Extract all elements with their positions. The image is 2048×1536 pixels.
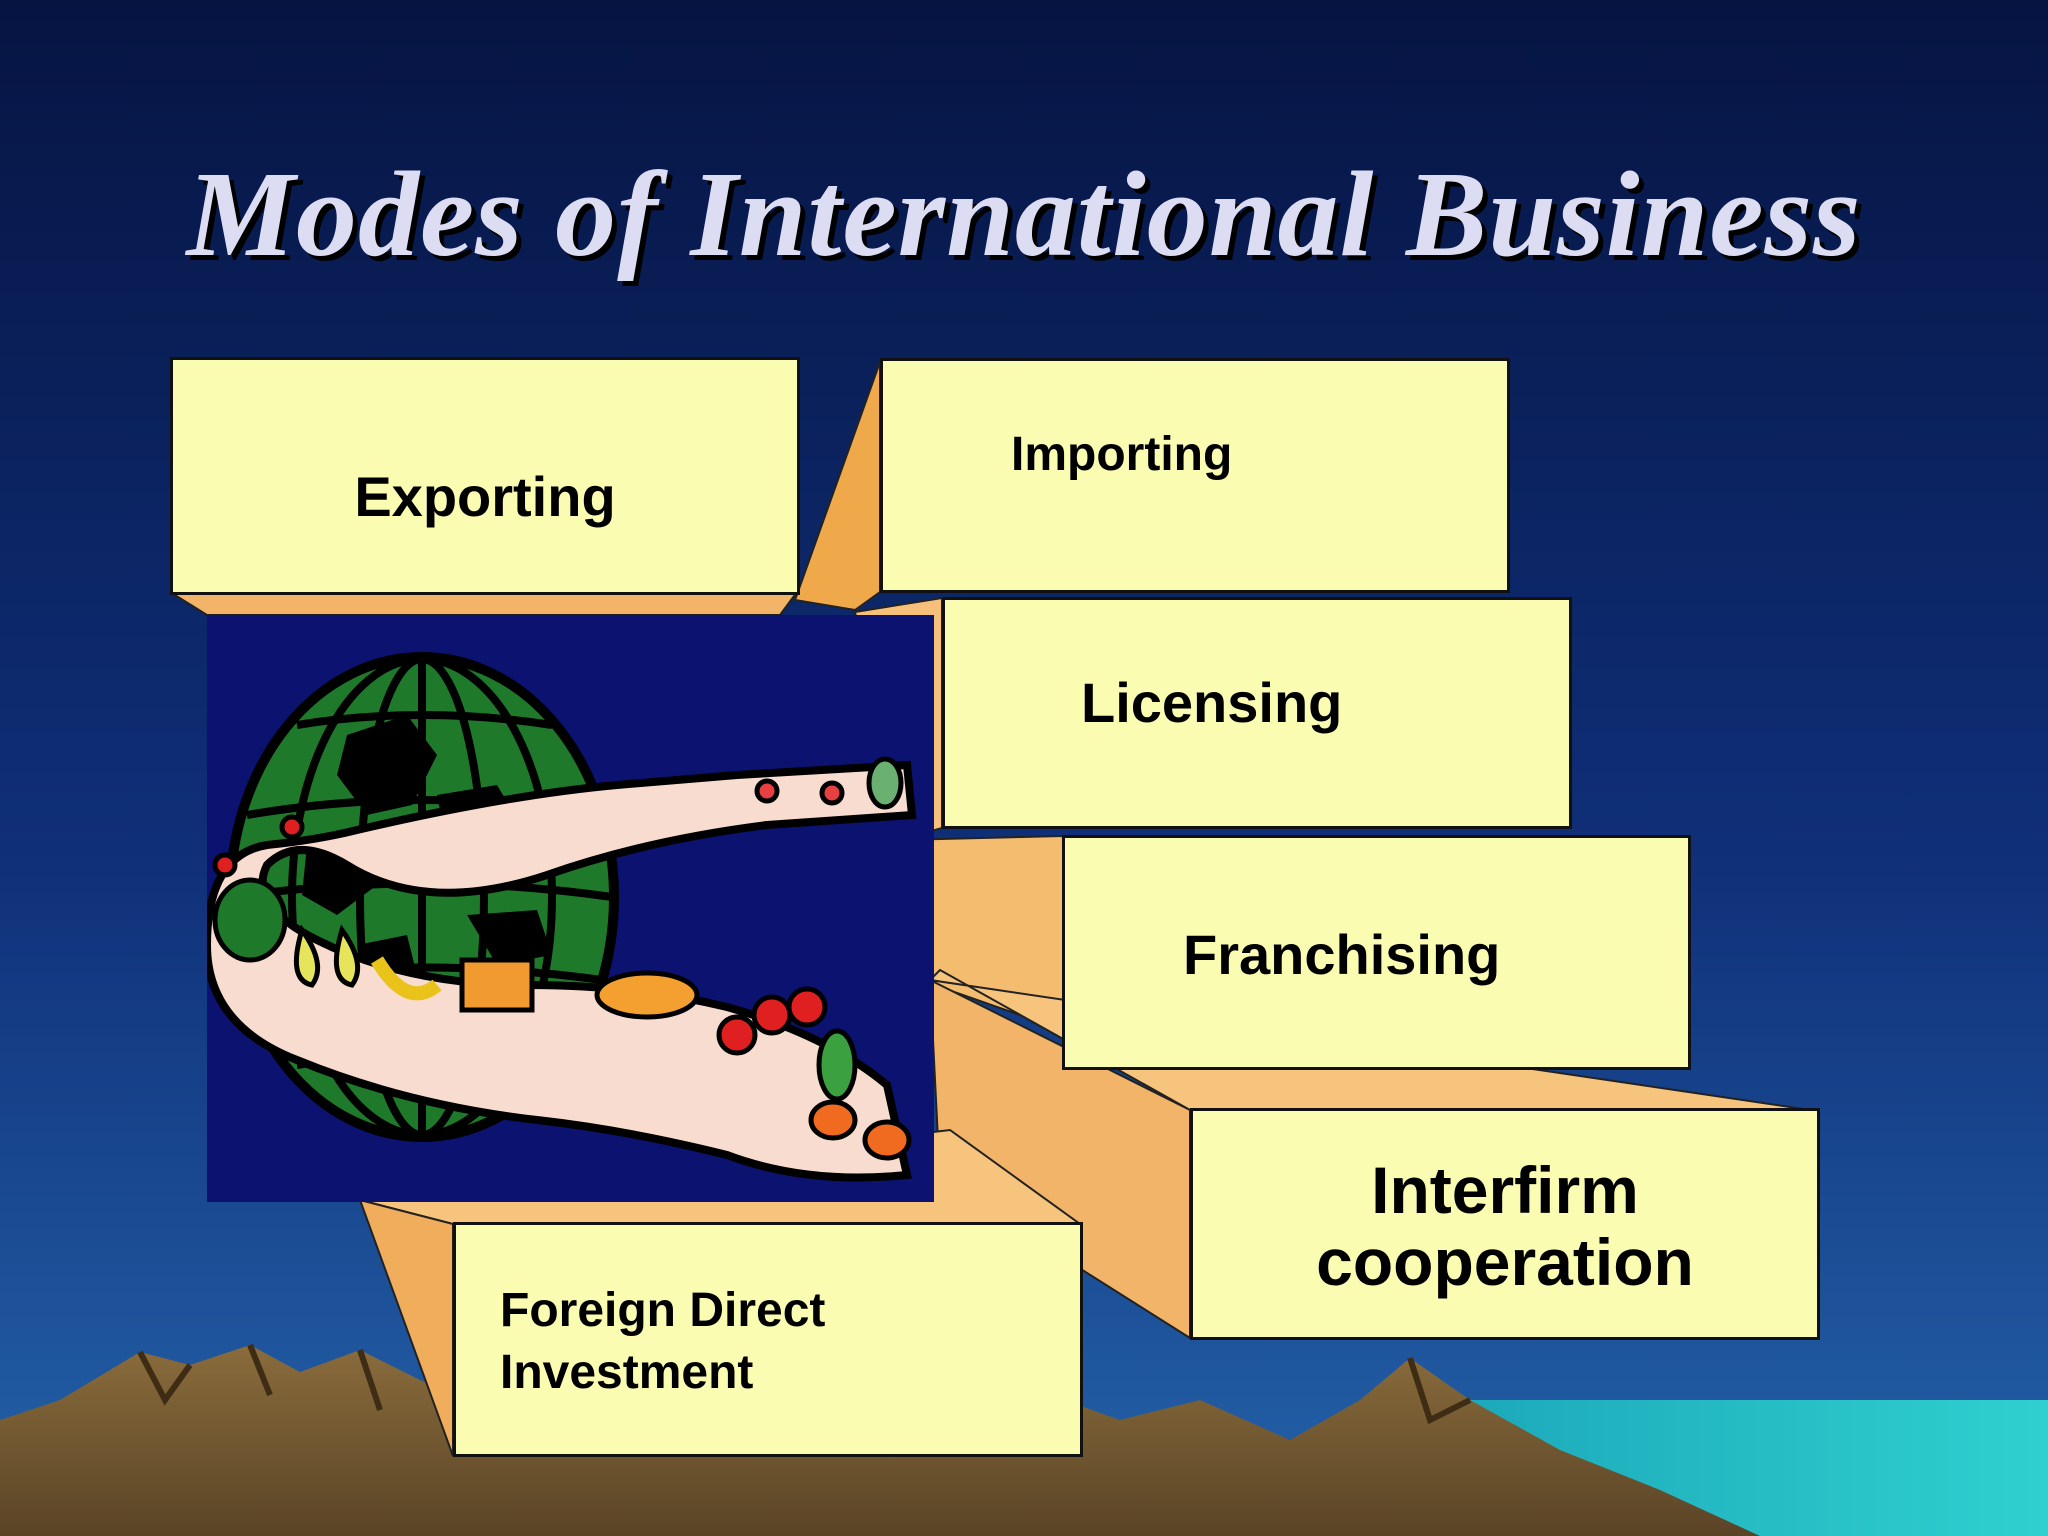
pear-icon [293,924,321,988]
label-franchising: Franchising [1183,923,1501,986]
cherry-icon-2 [819,780,845,806]
box-fdi: Foreign Direct Investment [453,1222,1083,1457]
cherry-icon-3 [279,814,305,840]
box-licensing: Licensing [942,597,1572,829]
box-franchising: Franchising [1062,835,1691,1070]
bread-icon [594,970,700,1020]
label-fdi-line1: Foreign Direct [500,1284,826,1337]
watermelon-icon [212,877,288,963]
cherry-icon-4 [212,852,238,878]
leek-icon [816,1028,858,1102]
orange-icon-2 [862,1119,912,1161]
orange-icon [808,1099,858,1141]
banana-icon [370,956,442,1001]
label-importing: Importing [1011,428,1233,481]
box-interfirm: Interfirm cooperation [1190,1108,1820,1340]
label-interfirm-line2: cooperation [1316,1225,1694,1299]
box-icon [459,957,535,1013]
mountain-ridges [137,1343,1472,1425]
label-fdi-line2: Investment [500,1346,754,1399]
apple-icon [751,994,793,1036]
box-importing: Importing [880,358,1510,593]
label-exporting: Exporting [354,465,616,528]
avocado-icon [866,756,904,810]
step-side-fdi [358,1198,454,1457]
cherry-icon [754,778,780,804]
globe-clipart [202,615,934,1202]
globe-food-illustration [202,652,917,1182]
slide-title: Modes of International Business [186,147,1862,282]
label-interfirm-line1: Interfirm [1371,1153,1639,1227]
pear-icon-2 [333,924,361,988]
apple-icon-2 [786,986,828,1028]
step-side-importing [793,361,881,612]
apple-icon-3 [716,1014,758,1056]
step-lip-exporting [166,591,799,616]
label-licensing: Licensing [1081,671,1343,734]
food-items [212,756,912,1161]
box-exporting: Exporting [170,357,800,595]
